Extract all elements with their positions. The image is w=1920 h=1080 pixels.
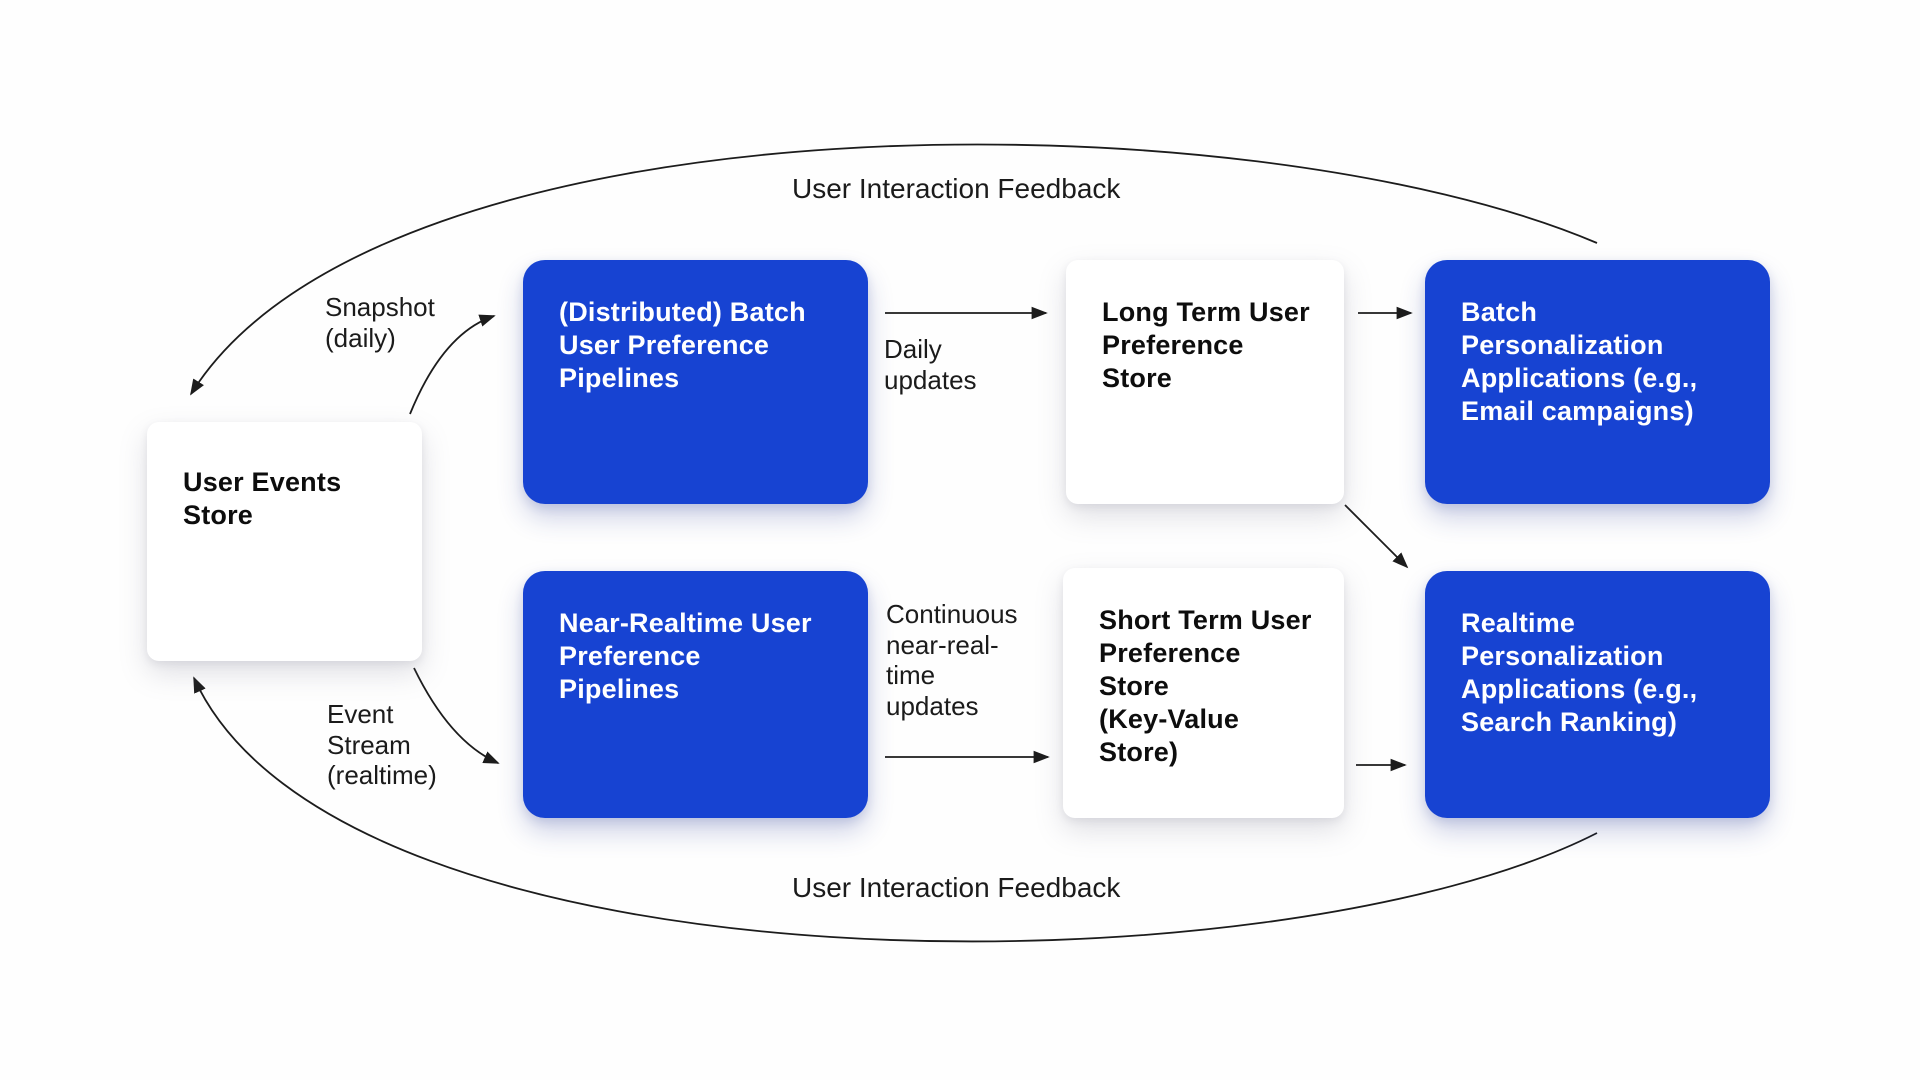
edge-label-continuous-near-real-time-updates: Continuous near-real- time updates: [886, 599, 1018, 722]
node-batch-user-preference-pipelines-label: (Distributed) Batch User Preference Pipe…: [559, 297, 806, 393]
node-user-events-store: User Events Store: [147, 422, 422, 661]
node-near-realtime-user-preference-pipelines-label: Near-Realtime User Preference Pipelines: [559, 608, 812, 704]
node-batch-user-preference-pipelines: (Distributed) Batch User Preference Pipe…: [523, 260, 868, 504]
node-batch-personalization-applications-label: Batch Personalization Applications (e.g.…: [1461, 297, 1698, 426]
node-short-term-user-preference-store-label: Short Term User Preference Store (Key-Va…: [1099, 605, 1312, 767]
node-long-term-user-preference-store: Long Term User Preference Store: [1066, 260, 1344, 504]
edge-label-user-interaction-feedback-top: User Interaction Feedback: [792, 173, 1121, 204]
node-long-term-user-preference-store-label: Long Term User Preference Store: [1102, 297, 1310, 393]
edge-longterm-to-realtimeapps-arrow: [1344, 504, 1409, 569]
node-realtime-personalization-applications-label: Realtime Personalization Applications (e…: [1461, 608, 1698, 737]
edge-label-user-interaction-feedback-bottom: User Interaction Feedback: [792, 872, 1121, 903]
edge-label-daily-updates: Daily updates: [884, 334, 977, 395]
node-batch-personalization-applications: Batch Personalization Applications (e.g.…: [1425, 260, 1770, 504]
edge-label-snapshot-daily: Snapshot (daily): [325, 292, 435, 353]
node-user-events-store-label: User Events Store: [183, 467, 342, 530]
edge-label-event-stream-realtime: Event Stream (realtime): [327, 699, 437, 791]
node-short-term-user-preference-store: Short Term User Preference Store (Key-Va…: [1063, 568, 1344, 818]
node-realtime-personalization-applications: Realtime Personalization Applications (e…: [1425, 571, 1770, 818]
node-near-realtime-user-preference-pipelines: Near-Realtime User Preference Pipelines: [523, 571, 868, 818]
